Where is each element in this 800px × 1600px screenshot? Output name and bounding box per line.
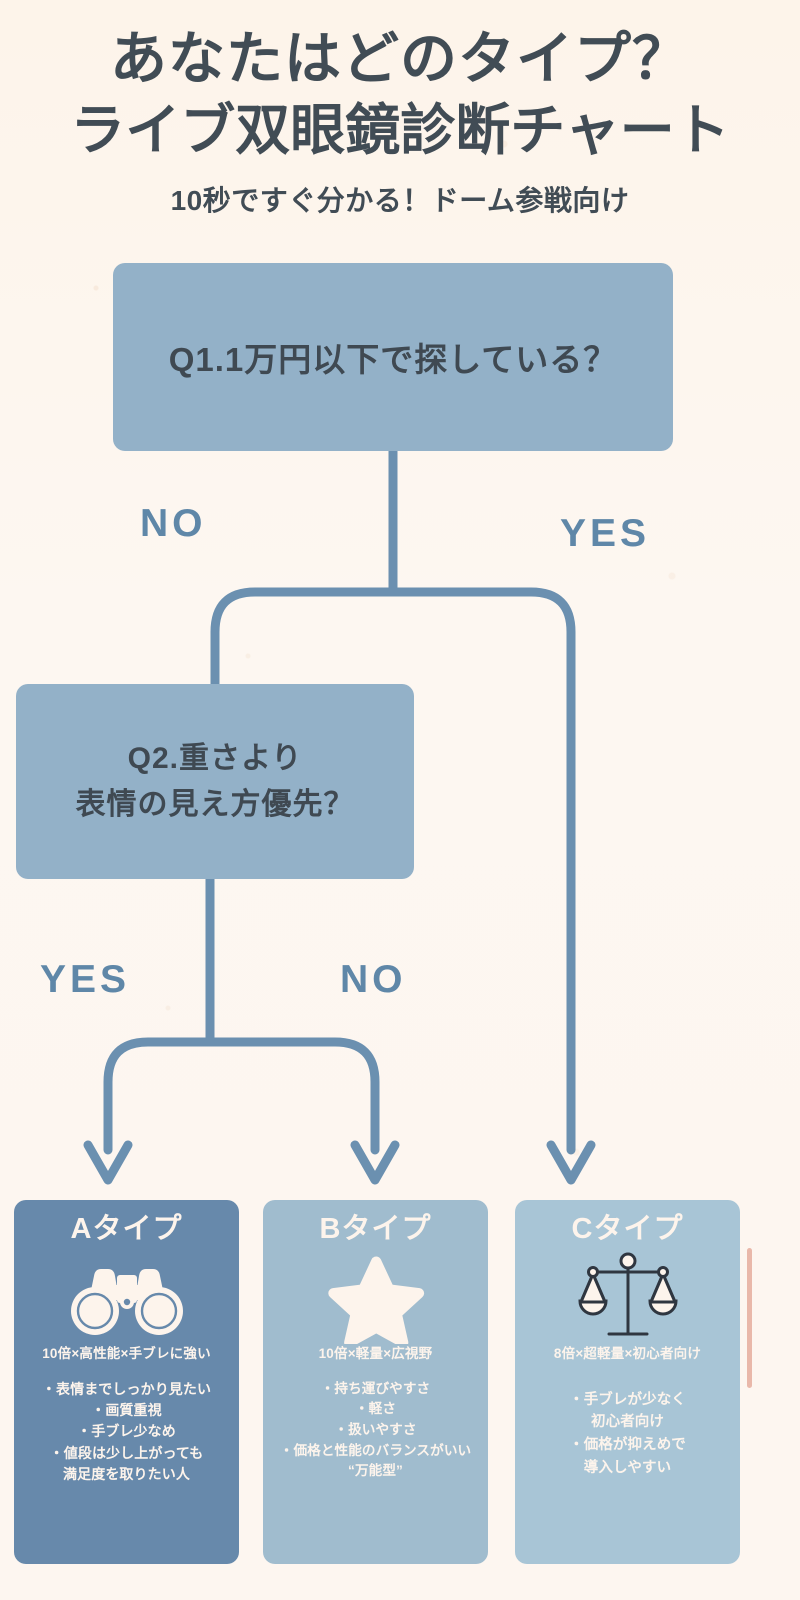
balance-scale-icon <box>573 1250 683 1342</box>
connector-q2-split <box>103 1037 380 1155</box>
result-card-a[interactable]: Aタイプ 10倍×高性能×手ブレに強い <box>14 1200 239 1564</box>
question-q1-text: Q1.1万円以下で探している？ <box>168 341 618 378</box>
result-card-b-spec: 10倍×軽量×広視野 <box>318 1345 433 1361</box>
result-card-a-bullet-4: 満足度を取りたい人 <box>63 1465 190 1482</box>
star-icon <box>326 1250 426 1344</box>
result-card-a-bullet-0: ・表情までしっかり見たい <box>41 1380 212 1397</box>
question-q2-line-2: 表情の見え方優先？ <box>75 787 355 821</box>
result-card-c[interactable]: Cタイプ 8倍×超軽量×初心 <box>515 1200 740 1564</box>
result-card-a-bullet-2: ・手ブレ少なめ <box>77 1423 176 1440</box>
branch-label-q1-no: NO <box>140 502 207 545</box>
result-card-a-title: Aタイプ <box>70 1213 183 1245</box>
result-card-a-bullet-3: ・値段は少し上がっても <box>49 1444 204 1461</box>
result-card-c-bullet-1: 初心者向け <box>591 1414 664 1431</box>
result-card-a-bullet-1: ・画質重視 <box>91 1402 162 1419</box>
result-card-b-bullet-2: ・扱いやすさ <box>334 1422 417 1438</box>
question-box-q2[interactable]: Q2.重さより 表情の見え方優先？ <box>16 684 414 879</box>
branch-label-q2-yes: YES <box>40 958 131 1001</box>
result-card-a-bullets: ・表情までしっかり見たい ・画質重視 ・手ブレ少なめ ・値段は少し上がっても 満… <box>42 1379 211 1485</box>
result-card-b-bullet-0: ・持ち運びやすさ <box>320 1380 431 1396</box>
result-card-b-bullet-4: “万能型” <box>348 1463 403 1479</box>
question-q2-line-1: Q2.重さより <box>127 741 303 775</box>
result-card-a-spec: 10倍×高性能×手ブレに強い <box>42 1345 211 1361</box>
result-card-b[interactable]: Bタイプ 10倍×軽量×広視野 ・持ち運びやすさ ・軽さ ・扱いやすさ ・価格と… <box>263 1200 488 1564</box>
branch-label-q2-no: NO <box>340 958 407 1001</box>
result-card-c-spec: 8倍×超軽量×初心者向け <box>553 1345 702 1361</box>
result-card-b-title: Bタイプ <box>319 1213 432 1245</box>
result-card-c-bullet-3: 導入しやすい <box>583 1459 672 1476</box>
result-card-c-title: Cタイプ <box>571 1213 684 1245</box>
branch-label-q1-yes: YES <box>560 512 651 555</box>
result-card-b-bullets: ・持ち運びやすさ ・軽さ ・扱いやすさ ・価格と性能のバランスがいい “万能型” <box>280 1379 471 1482</box>
result-card-b-bullet-3: ・価格と性能のバランスがいい <box>279 1442 472 1458</box>
binoculars-icon <box>67 1250 187 1342</box>
result-card-c-bullet-2: ・価格が抑えめで <box>569 1436 686 1453</box>
result-card-b-bullet-1: ・軽さ <box>354 1401 397 1417</box>
question-box-q1[interactable]: Q1.1万円以下で探している？ <box>113 263 673 451</box>
result-card-c-bullets: ・手ブレが少なく 初心者向け ・価格が抑えめで 導入しやすい <box>569 1389 686 1479</box>
result-card-c-bullet-0: ・手ブレが少なく <box>569 1391 686 1408</box>
